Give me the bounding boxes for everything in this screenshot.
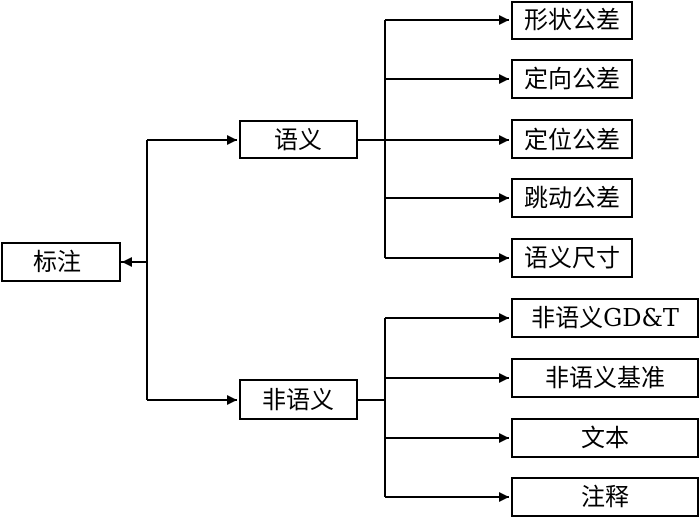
node-non-semantic-gdt: 非语义GD&T <box>511 298 699 338</box>
node-runout-tolerance-label: 跳动公差 <box>524 184 620 212</box>
node-non-semantic-datum-label: 非语义基准 <box>545 364 665 392</box>
node-semantic: 语义 <box>239 120 358 159</box>
node-orientation-tolerance: 定向公差 <box>511 59 633 99</box>
node-semantic-dimension: 语义尺寸 <box>511 238 633 278</box>
node-note-label: 注释 <box>581 483 629 511</box>
node-non-semantic-gdt-label: 非语义GD&T <box>531 304 679 332</box>
non-semantic-connectors <box>357 313 509 502</box>
node-semantic-dimension-label: 语义尺寸 <box>524 244 620 272</box>
node-non-semantic-datum: 非语义基准 <box>511 358 699 398</box>
node-shape-tolerance: 形状公差 <box>511 1 633 40</box>
root-connectors <box>120 135 237 405</box>
node-non-semantic-label: 非语义 <box>262 386 334 414</box>
semantic-connectors <box>357 15 509 263</box>
node-note: 注释 <box>511 477 699 517</box>
node-text: 文本 <box>511 418 699 458</box>
node-location-tolerance: 定位公差 <box>511 119 633 159</box>
node-root-label: 标注 <box>33 248 81 276</box>
node-root: 标注 <box>1 242 121 282</box>
node-orientation-tolerance-label: 定向公差 <box>524 65 620 93</box>
node-semantic-label: 语义 <box>274 126 322 154</box>
node-shape-tolerance-label: 形状公差 <box>524 6 620 34</box>
node-text-label: 文本 <box>581 424 629 452</box>
node-non-semantic: 非语义 <box>239 379 358 420</box>
node-runout-tolerance: 跳动公差 <box>511 178 633 218</box>
node-location-tolerance-label: 定位公差 <box>524 126 620 154</box>
